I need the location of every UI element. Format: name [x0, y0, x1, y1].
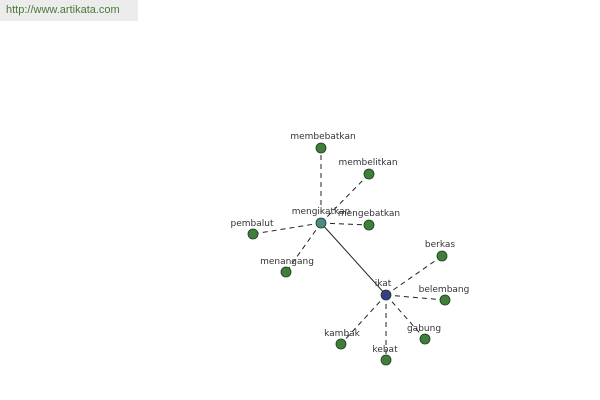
- node-label-menangang: menangang: [260, 257, 314, 267]
- edge-ikat-belembang: [385, 294, 446, 301]
- node-belembang[interactable]: [439, 294, 451, 306]
- node-label-ikat: ikat: [375, 279, 392, 289]
- edge-ikat-kambak: [340, 294, 387, 345]
- node-berkas[interactable]: [436, 250, 448, 262]
- node-ikat[interactable]: [380, 289, 392, 301]
- node-label-pembalut: pembalut: [231, 219, 274, 229]
- node-menangang[interactable]: [280, 266, 292, 278]
- node-label-membelitkan: membelitkan: [338, 158, 397, 168]
- node-mengikatkan[interactable]: [315, 217, 327, 229]
- edge-mengikatkan-membelitkan: [320, 173, 370, 224]
- node-label-kambak: kambak: [324, 329, 361, 339]
- node-kebat[interactable]: [380, 354, 392, 366]
- edge-ikat-berkas: [385, 255, 443, 296]
- node-label-mengebatkan: mengebatkan: [338, 209, 400, 219]
- edges-layer: [252, 148, 446, 360]
- node-label-mengikatkan: mengikatkan: [292, 207, 351, 217]
- edge-ikat-gabung: [385, 294, 426, 340]
- node-label-belembang: belembang: [419, 285, 470, 295]
- node-label-kebat: kebat: [372, 345, 398, 355]
- node-membebatkan[interactable]: [315, 142, 327, 154]
- node-pembalut[interactable]: [247, 228, 259, 240]
- edge-mengikatkan-menangang: [285, 222, 322, 273]
- edge-mengikatkan-ikat: [320, 222, 387, 296]
- labels-layer: mengikatkan ikat membebatkan membelitkan men…: [231, 132, 470, 355]
- node-gabung[interactable]: [419, 333, 431, 345]
- node-mengebatkan[interactable]: [363, 219, 375, 231]
- edge-mengikatkan-pembalut: [252, 222, 322, 235]
- node-label-gabung: gabung: [407, 324, 441, 334]
- edge-mengikatkan-mengebatkan: [320, 222, 370, 226]
- node-label-membebatkan: membebatkan: [290, 132, 355, 142]
- node-label-berkas: berkas: [425, 240, 456, 250]
- node-membelitkan[interactable]: [363, 168, 375, 180]
- site-url[interactable]: http://www.artikata.com: [0, 0, 138, 21]
- nodes-layer: [247, 142, 451, 366]
- node-kambak[interactable]: [335, 338, 347, 350]
